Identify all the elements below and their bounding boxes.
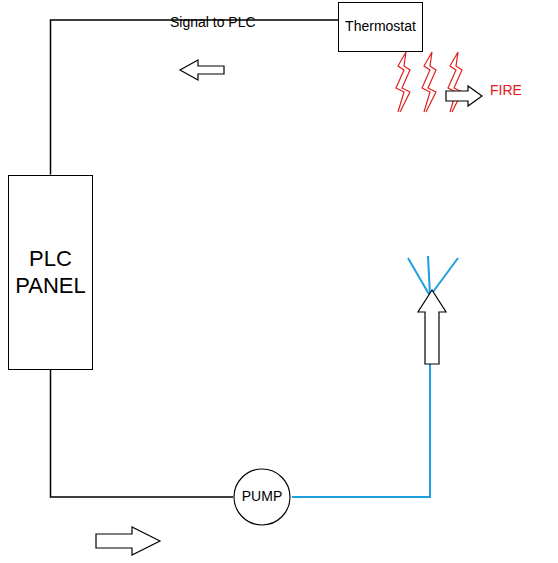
flame [422, 52, 436, 112]
plc-panel: PLC PANEL [8, 175, 93, 370]
node-text: Thermostat [345, 18, 416, 36]
node-text: PUMP [242, 488, 282, 506]
flame [396, 52, 410, 112]
water-spray [408, 258, 430, 296]
flow-arrow [96, 527, 160, 555]
pointer-arrow [446, 86, 482, 106]
water-spray [428, 256, 430, 296]
water-pipe [292, 296, 430, 497]
thermostat-box: Thermostat [338, 2, 423, 52]
flow-arrow [418, 290, 446, 364]
water-spray [430, 258, 458, 296]
signal-arrow [180, 60, 224, 80]
signal-wire [51, 370, 234, 498]
node-text: PLC PANEL [15, 245, 86, 300]
fire-label: FIRE [490, 82, 522, 98]
flame [448, 52, 462, 112]
signal-wire [51, 20, 339, 175]
pump-circle: PUMP [233, 468, 291, 526]
signal-label: Signal to PLC [170, 14, 256, 30]
